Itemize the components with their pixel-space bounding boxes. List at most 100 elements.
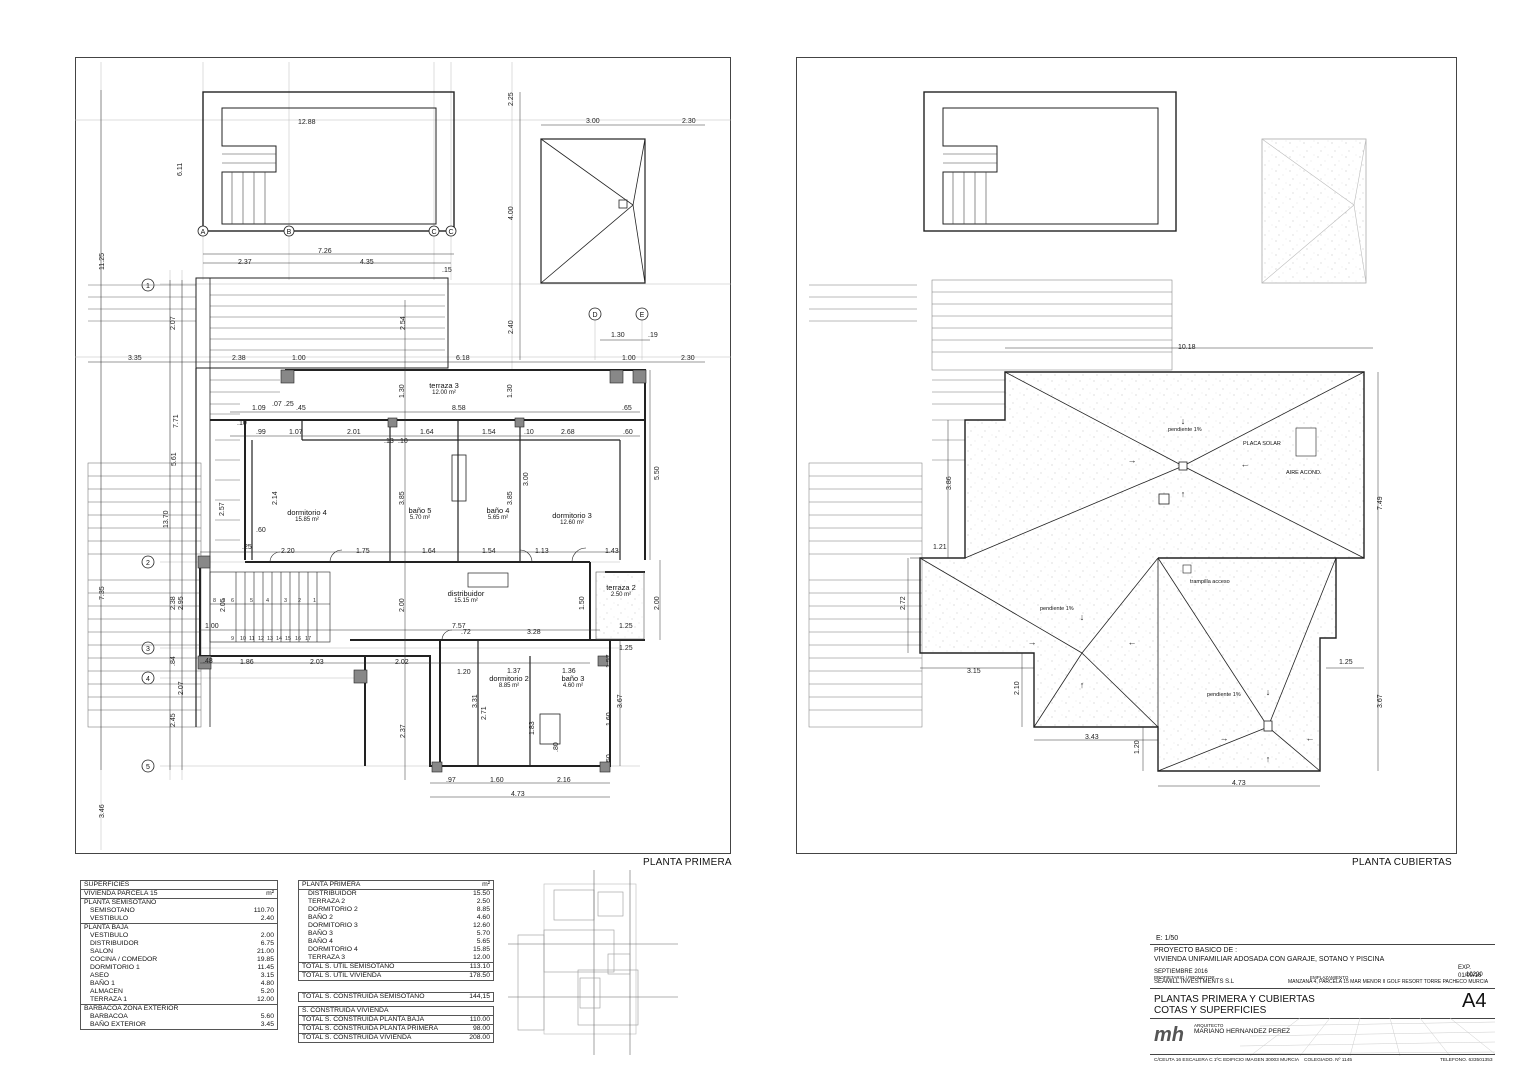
plan-title-primera: PLANTA PRIMERA: [643, 857, 732, 868]
site-label: EMPLAZAMIENTO: [1310, 975, 1349, 980]
svg-text:3.85: 3.85: [399, 491, 406, 505]
title-rule-2: [1150, 988, 1495, 989]
svg-text:7.26: 7.26: [318, 248, 332, 255]
total-util-label: TOTAL S. UTIL SEMISOTANO: [298, 962, 452, 972]
svg-text:←: ←: [1241, 459, 1250, 469]
svg-text:1.54: 1.54: [482, 429, 496, 436]
svg-text:1.25: 1.25: [619, 645, 633, 652]
svg-text:2.07: 2.07: [178, 681, 185, 695]
svg-text:11: 11: [249, 636, 255, 642]
floor-row-value: 2.50: [476, 898, 490, 905]
svg-text:.10: .10: [398, 438, 408, 445]
roof-ac-label: AIRE ACOND.: [1286, 470, 1322, 476]
surface-row-label: ASEO: [90, 972, 109, 979]
surface-row-label: SALON: [90, 948, 114, 955]
floor-row-value: 8.85: [476, 906, 490, 913]
svg-text:.07: .07: [272, 401, 282, 408]
svg-text:2.54: 2.54: [400, 316, 407, 330]
surface-row-value: 4.80: [260, 980, 274, 987]
surface-row-value: 2.00: [260, 932, 274, 939]
surface-row-label: VESTIBULO: [90, 932, 129, 939]
svg-text:13.70: 13.70: [163, 510, 170, 528]
svg-text:2.02: 2.02: [395, 659, 409, 666]
exp-number: 10220: [1466, 972, 1483, 978]
surface-row-value: 12.00: [256, 996, 274, 1003]
svg-text:3: 3: [284, 598, 287, 604]
svg-text:2.00: 2.00: [654, 596, 661, 610]
floor-row-label: DISTRIBUIDOR: [308, 890, 357, 897]
floor-row-value: 15.85: [472, 946, 490, 953]
svg-text:6.18: 6.18: [456, 355, 470, 362]
svg-text:9: 9: [231, 636, 234, 642]
svg-text:.45: .45: [296, 405, 306, 412]
svg-text:1.09: 1.09: [252, 405, 266, 412]
svg-text:1.30: 1.30: [507, 384, 514, 398]
college-text: COLEGIADO. Nº 1145: [1304, 1058, 1353, 1063]
svg-text:2.10: 2.10: [1014, 681, 1021, 695]
svg-text:.80: .80: [553, 742, 560, 752]
surfaces-section: PLANTA BAJA: [80, 923, 278, 932]
plan-title-cubiertas: PLANTA CUBIERTAS: [1352, 857, 1452, 868]
floor-row-label: DORMITORIO 2: [308, 906, 358, 913]
floor-row-label: BAÑO 4: [308, 938, 333, 945]
site-key-map: [508, 870, 678, 1055]
svg-text:A: A: [201, 229, 206, 236]
svg-text:.19: .19: [648, 332, 658, 339]
svg-text:1: 1: [313, 598, 316, 604]
svg-text:→: →: [1220, 733, 1229, 743]
svg-text:1.20: 1.20: [457, 669, 471, 676]
surface-row-label: BARBACOA: [90, 1013, 128, 1020]
svg-text:7.49: 7.49: [1377, 496, 1384, 510]
svg-text:2.72: 2.72: [900, 596, 907, 610]
svg-text:.13: .13: [384, 438, 394, 445]
svg-text:2.38: 2.38: [232, 355, 246, 362]
date-label: SEPTIEMBRE 2016: [1154, 969, 1208, 975]
owner-label: PROPIETARIO / PROMOTOR: [1154, 975, 1215, 980]
surface-row-label: VESTIBULO: [90, 915, 129, 922]
svg-text:E: E: [640, 312, 645, 319]
svg-text:1.54: 1.54: [482, 548, 496, 555]
exp-label: EXP. 01/09/16: [1458, 965, 1482, 979]
svg-text:1.60: 1.60: [606, 712, 613, 726]
svg-text:2: 2: [298, 598, 301, 604]
built-row-value: 110.00: [469, 1016, 490, 1023]
total-semisotano-label: TOTAL S. CONSTRUIDA SEMISOTANO: [302, 993, 425, 1000]
svg-text:.60: .60: [256, 527, 266, 534]
dims-cubiertas: 10.18 7.49 3.86 1.21 2.72 3.15 1.25 2.10…: [900, 344, 1384, 787]
svg-text:17: 17: [305, 636, 311, 642]
surfaces-section: PLANTA SEMISOTANO: [80, 898, 278, 907]
built-row-label: TOTAL S. CONSTRUIDA PLANTA PRIMERA: [298, 1024, 463, 1034]
svg-text:4: 4: [266, 598, 269, 604]
plan-frame-primera: [75, 57, 731, 854]
total-util-label: TOTAL S. UTIL VIVIENDA: [298, 971, 452, 981]
svg-text:3.67: 3.67: [617, 694, 624, 708]
svg-text:.10: .10: [524, 429, 534, 436]
floor-row-label: BAÑO 2: [308, 914, 333, 921]
svg-text:1.86: 1.86: [240, 659, 254, 666]
svg-text:1.25: 1.25: [1339, 659, 1353, 666]
svg-text:3.28: 3.28: [527, 629, 541, 636]
scale-label: E: 1/50: [1156, 935, 1179, 942]
plan-frame-cubiertas: [796, 57, 1457, 854]
surface-row-label: BAÑO 1: [90, 980, 115, 987]
svg-text:2.16: 2.16: [557, 777, 571, 784]
svg-text:1.83: 1.83: [529, 721, 536, 735]
svg-text:2.20: 2.20: [281, 548, 295, 555]
floor-row-label: TERRAZA 2: [308, 898, 346, 905]
total-util-value: 178.50: [451, 971, 494, 981]
svg-text:.48: .48: [203, 658, 213, 665]
svg-text:11.25: 11.25: [99, 253, 106, 270]
svg-text:5.61: 5.61: [171, 452, 178, 466]
svg-text:2.00: 2.00: [399, 598, 406, 612]
svg-text:1.07: 1.07: [289, 429, 303, 436]
svg-text:2.30: 2.30: [681, 355, 695, 362]
svg-text:2.14: 2.14: [272, 491, 279, 505]
svg-text:8: 8: [213, 598, 216, 604]
svg-text:1.36: 1.36: [562, 668, 576, 675]
svg-text:↑: ↑: [1181, 489, 1186, 499]
svg-text:.25: .25: [242, 544, 252, 551]
svg-text:.15: .15: [442, 267, 452, 274]
